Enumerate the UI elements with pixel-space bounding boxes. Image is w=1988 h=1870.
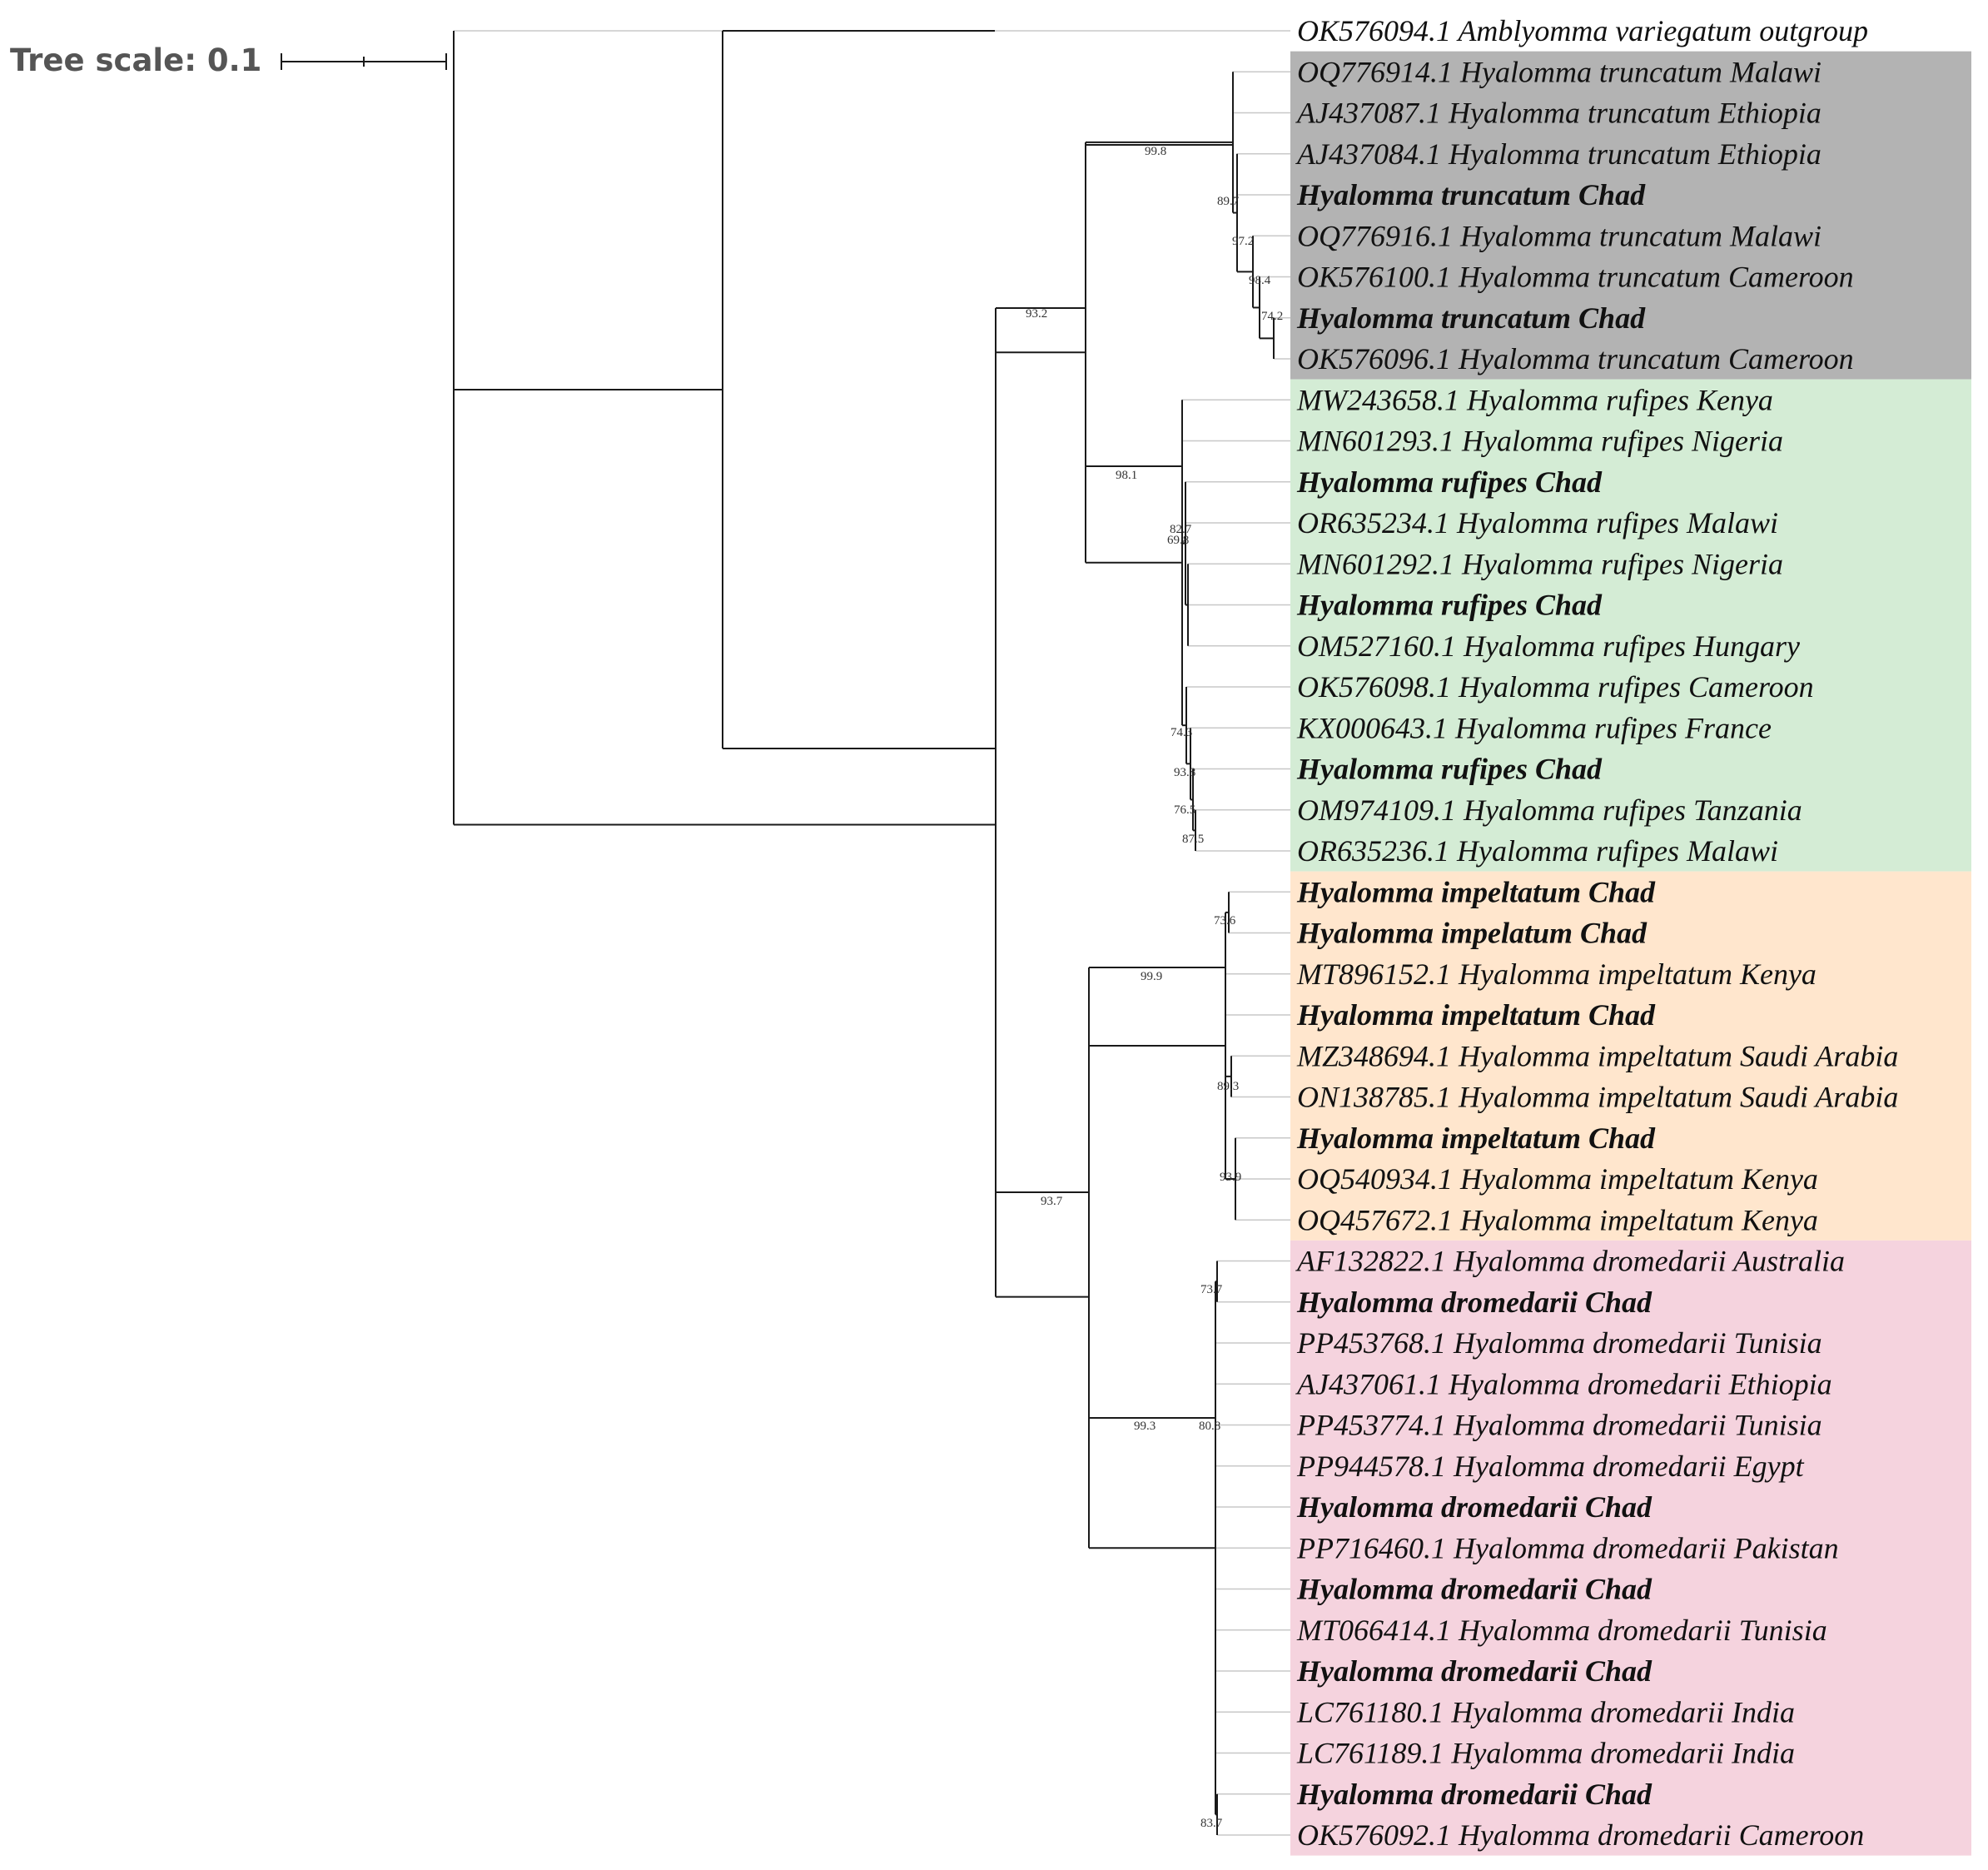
leaf-label: MT066414.1 Hyalomma dromedarii Tunisia xyxy=(1296,1614,1827,1647)
bootstrap-value: 74.2 xyxy=(1261,310,1283,323)
bootstrap-value: 69.8 xyxy=(1167,534,1189,547)
leaf-label: Hyalomma impeltatum Chad xyxy=(1296,1122,1656,1155)
leaf-label: PP716460.1 Hyalomma dromedarii Pakistan xyxy=(1296,1531,1839,1564)
leaf-label: Hyalomma dromedarii Chad xyxy=(1296,1654,1653,1688)
bootstrap-value: 97.2 xyxy=(1232,235,1254,248)
leaf-label: AF132822.1 Hyalomma dromedarii Australia xyxy=(1295,1245,1845,1278)
leaf-label: AJ437061.1 Hyalomma dromedarii Ethiopia xyxy=(1295,1367,1832,1400)
clade-background-truncatum xyxy=(1290,51,1971,380)
leaf-label: Hyalomma impeltatum Chad xyxy=(1296,998,1656,1032)
leaf-label: OK576100.1 Hyalomma truncatum Cameroon xyxy=(1297,261,1854,294)
leaf-label: Hyalomma dromedarii Chad xyxy=(1296,1573,1653,1606)
leaf-label: LC761180.1 Hyalomma dromedarii India xyxy=(1296,1695,1795,1728)
bootstrap-value: 93.9 xyxy=(1220,1171,1241,1184)
bootstrap-value: 89.3 xyxy=(1217,1080,1239,1093)
leaf-label: OM974109.1 Hyalomma rufipes Tanzania xyxy=(1297,793,1802,827)
leaf-label: OK576092.1 Hyalomma dromedarii Cameroon xyxy=(1297,1818,1864,1852)
leaf-label: PP453768.1 Hyalomma dromedarii Tunisia xyxy=(1296,1326,1822,1360)
bootstrap-value: 83.7 xyxy=(1200,1817,1223,1830)
leaf-labels: OK576094.1 Amblyomma variegatum outgroup… xyxy=(1295,14,1898,1852)
leaf-label: OQ457672.1 Hyalomma impeltatum Kenya xyxy=(1297,1203,1818,1236)
leaf-label: Hyalomma impelatum Chad xyxy=(1296,917,1648,950)
bootstrap-value: 82.7 xyxy=(1170,523,1192,536)
leaf-label: OQ776914.1 Hyalomma truncatum Malawi xyxy=(1297,55,1822,88)
bootstrap-value: 93.8 xyxy=(1174,766,1195,779)
leaf-label: ON138785.1 Hyalomma impeltatum Saudi Ara… xyxy=(1297,1081,1898,1114)
leaf-label: LC761189.1 Hyalomma dromedarii India xyxy=(1296,1737,1795,1770)
leaf-label: Hyalomma rufipes Chad xyxy=(1296,465,1603,499)
bootstrap-value: 87.5 xyxy=(1182,833,1204,846)
leaf-label: OK576098.1 Hyalomma rufipes Cameroon xyxy=(1297,670,1814,704)
bootstrap-value: 74.3 xyxy=(1170,726,1192,739)
leaf-label: Hyalomma impeltatum Chad xyxy=(1296,875,1656,908)
bootstrap-value: 98.4 xyxy=(1249,274,1271,287)
leaf-label: OQ776916.1 Hyalomma truncatum Malawi xyxy=(1297,219,1822,252)
bootstrap-value: 99.3 xyxy=(1134,1420,1156,1433)
clade-background-dromedarii xyxy=(1290,1240,1971,1856)
tree-scale-bar: Tree scale: 0.1 xyxy=(10,42,447,78)
bootstrap-value: 93.2 xyxy=(1026,307,1047,321)
clade-background-impeltatum xyxy=(1290,871,1971,1241)
leaf-label: Hyalomma dromedarii Chad xyxy=(1296,1490,1653,1524)
leaf-label: Hyalomma truncatum Chad xyxy=(1296,301,1646,335)
clade-backgrounds xyxy=(1290,51,1971,1856)
leaf-label: OM527160.1 Hyalomma rufipes Hungary xyxy=(1297,629,1800,663)
leaf-label: MN601292.1 Hyalomma rufipes Nigeria xyxy=(1296,547,1783,580)
leaf-label: Hyalomma rufipes Chad xyxy=(1296,589,1603,622)
leaf-label: AJ437084.1 Hyalomma truncatum Ethiopia xyxy=(1295,137,1822,171)
tree-scale-label: Tree scale: 0.1 xyxy=(10,42,261,78)
leaf-label: MZ348694.1 Hyalomma impeltatum Saudi Ara… xyxy=(1296,1039,1898,1072)
leaf-label: KX000643.1 Hyalomma rufipes France xyxy=(1296,711,1772,744)
bootstrap-value: 73.6 xyxy=(1214,914,1236,928)
leaf-label: Hyalomma rufipes Chad xyxy=(1296,753,1603,786)
leaf-label: MT896152.1 Hyalomma impeltatum Kenya xyxy=(1296,957,1817,991)
leaf-label: Hyalomma dromedarii Chad xyxy=(1296,1286,1653,1319)
leaf-label: PP453774.1 Hyalomma dromedarii Tunisia xyxy=(1296,1409,1822,1442)
leaf-label: OR635234.1 Hyalomma rufipes Malawi xyxy=(1297,506,1778,540)
leaf-label: OK576096.1 Hyalomma truncatum Cameroon xyxy=(1297,342,1854,375)
bootstrap-value: 93.7 xyxy=(1041,1195,1063,1208)
bootstrap-value: 73.7 xyxy=(1200,1283,1223,1296)
bootstrap-value: 89.7 xyxy=(1217,195,1240,208)
leaf-label: OK576094.1 Amblyomma variegatum outgroup xyxy=(1297,14,1868,47)
clade-background-rufipes xyxy=(1290,379,1971,872)
leaf-label: OQ540934.1 Hyalomma impeltatum Kenya xyxy=(1297,1162,1818,1196)
leaf-label: AJ437087.1 Hyalomma truncatum Ethiopia xyxy=(1295,97,1822,130)
leaf-label: PP944578.1 Hyalomma dromedarii Egypt xyxy=(1296,1450,1805,1483)
tree-branches xyxy=(453,30,1290,1836)
bootstrap-labels: 99.8 93.2 89.7 97.2 98.4 74.2 98.1 82.769.8 74.3… xyxy=(1026,145,1283,1830)
leaf-label: MW243658.1 Hyalomma rufipes Kenya xyxy=(1296,383,1773,416)
bootstrap-value: 98.1 xyxy=(1116,469,1137,482)
leaf-label: Hyalomma truncatum Chad xyxy=(1296,178,1646,211)
bootstrap-value: 80.8 xyxy=(1199,1420,1220,1433)
bootstrap-value: 99.8 xyxy=(1145,145,1166,158)
bootstrap-value: 99.9 xyxy=(1141,970,1162,983)
leaf-label: OR635236.1 Hyalomma rufipes Malawi xyxy=(1297,834,1778,868)
leaf-label: Hyalomma dromedarii Chad xyxy=(1296,1778,1653,1811)
bootstrap-value: 76.5 xyxy=(1174,803,1195,817)
leaf-label: MN601293.1 Hyalomma rufipes Nigeria xyxy=(1296,425,1783,458)
